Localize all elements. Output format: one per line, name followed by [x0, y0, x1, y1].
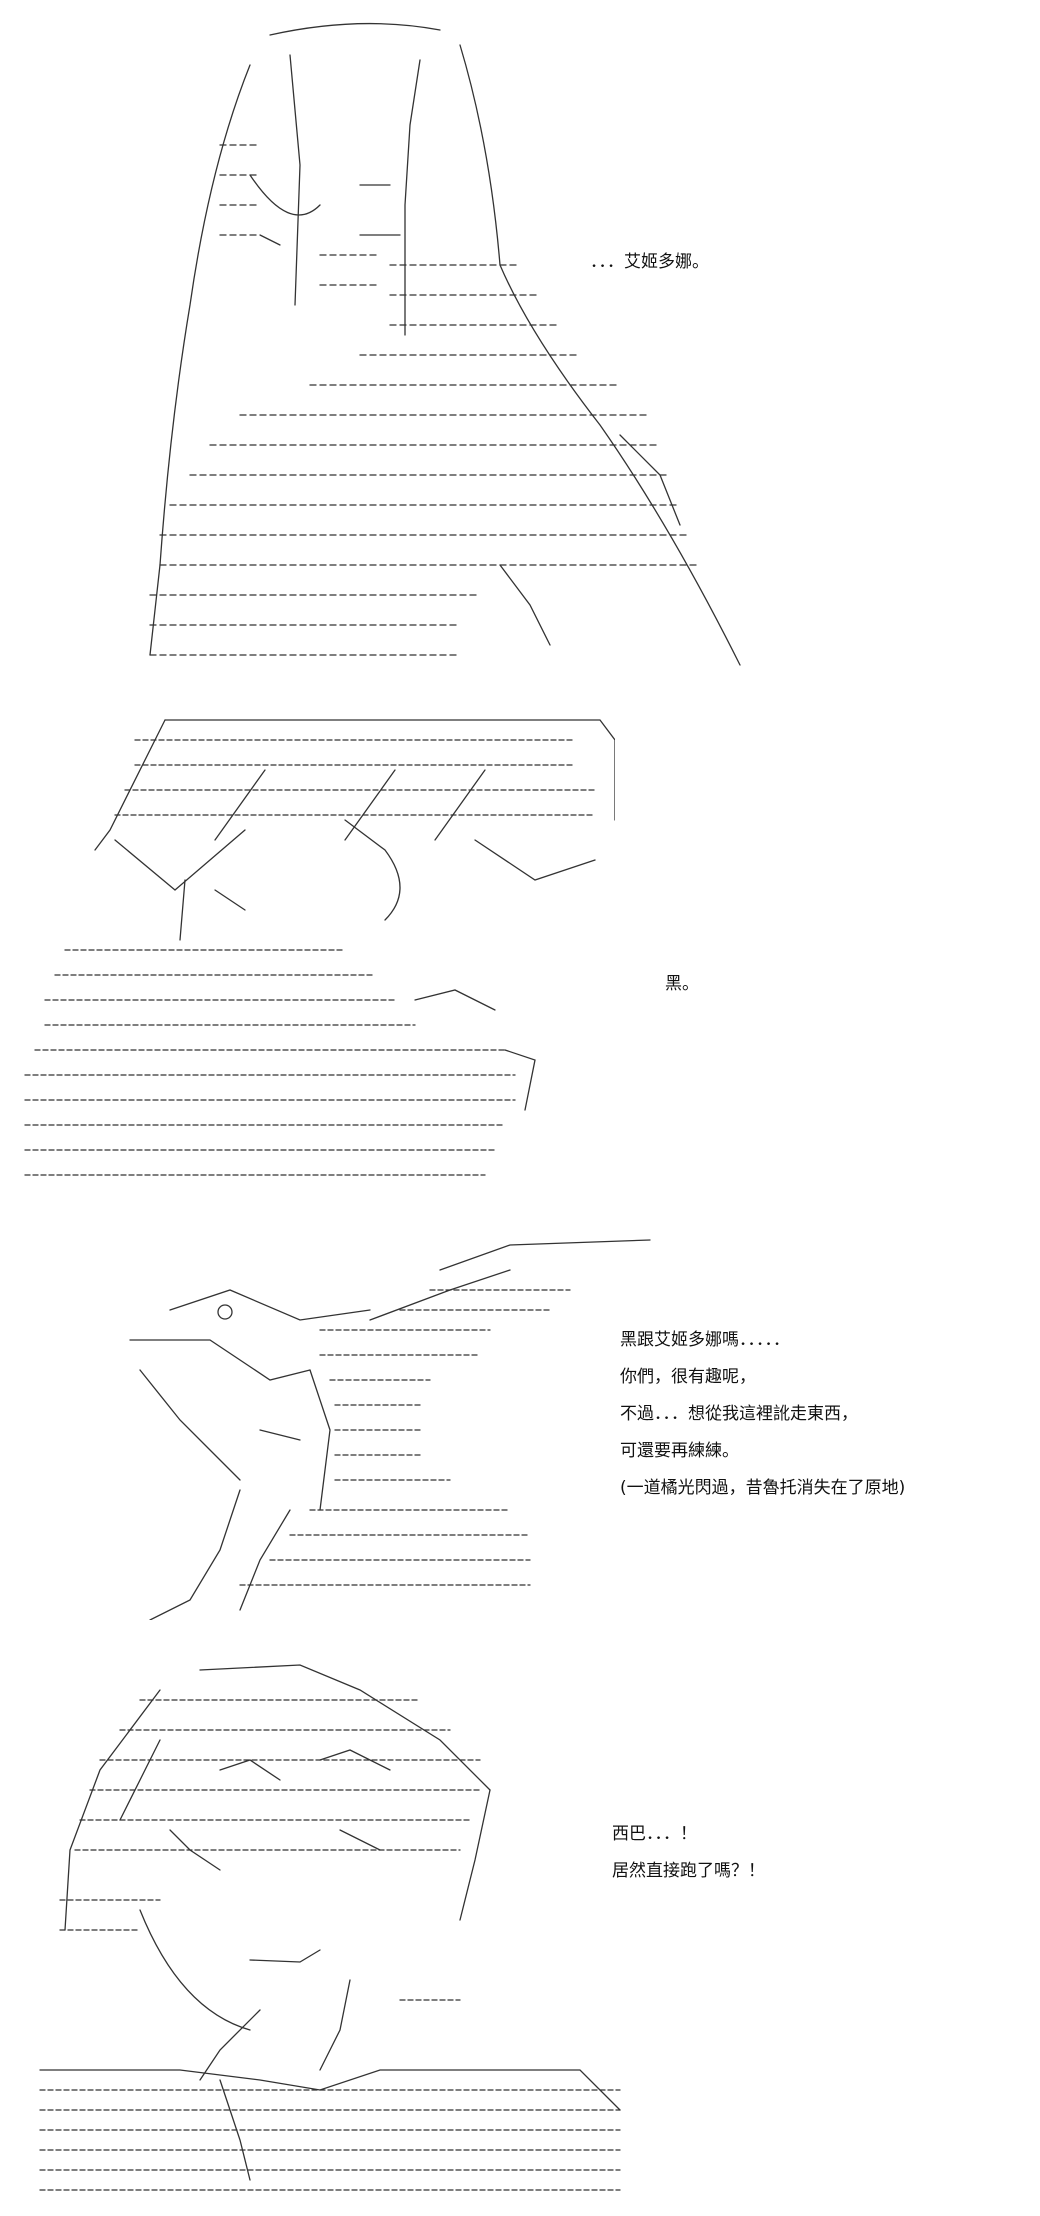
panel-3: 黑跟艾姬多娜嗎．．．．． 你們，很有趣呢， 不過．．．想從我這裡訛走東西， 可還… — [0, 1210, 1040, 1630]
panel-4-caption: 西巴．．．！ 居然直接跑了嗎？！ — [612, 1816, 765, 1890]
panel-1-caption: ．．．艾姬多娜。 — [590, 244, 709, 281]
panel-2: 黑。 — [0, 690, 1040, 1210]
hand-reaching-art — [70, 1230, 670, 1620]
caption-line: 不過．．．想從我這裡訛走東西， — [620, 1404, 858, 1424]
caption-line: ．．．艾姬多娜。 — [590, 252, 709, 272]
panel-2-caption: 黑。 — [665, 966, 699, 1003]
caption-line: 你們，很有趣呢， — [620, 1367, 756, 1387]
surprised-boy-art — [20, 1650, 640, 2210]
caption-line: 可還要再練練。 — [620, 1441, 739, 1461]
long-haired-girl-art — [60, 5, 760, 685]
caption-line: 黑。 — [665, 974, 699, 994]
panel-4: 西巴．．．！ 居然直接跑了嗎？！ — [0, 1630, 1040, 2216]
caption-line: 居然直接跑了嗎？！ — [612, 1861, 765, 1881]
panel-1: ．．．艾姬多娜。 — [0, 0, 1040, 690]
panel-3-caption: 黑跟艾姬多娜嗎．．．．． 你們，很有趣呢， 不過．．．想從我這裡訛走東西， 可還… — [620, 1322, 905, 1507]
shadowed-figure-art — [15, 710, 615, 1200]
caption-line: (一道橘光閃過，昔魯托消失在了原地) — [620, 1478, 906, 1498]
caption-line: 西巴．．．！ — [612, 1824, 697, 1844]
caption-line: 黑跟艾姬多娜嗎．．．．． — [620, 1330, 790, 1350]
